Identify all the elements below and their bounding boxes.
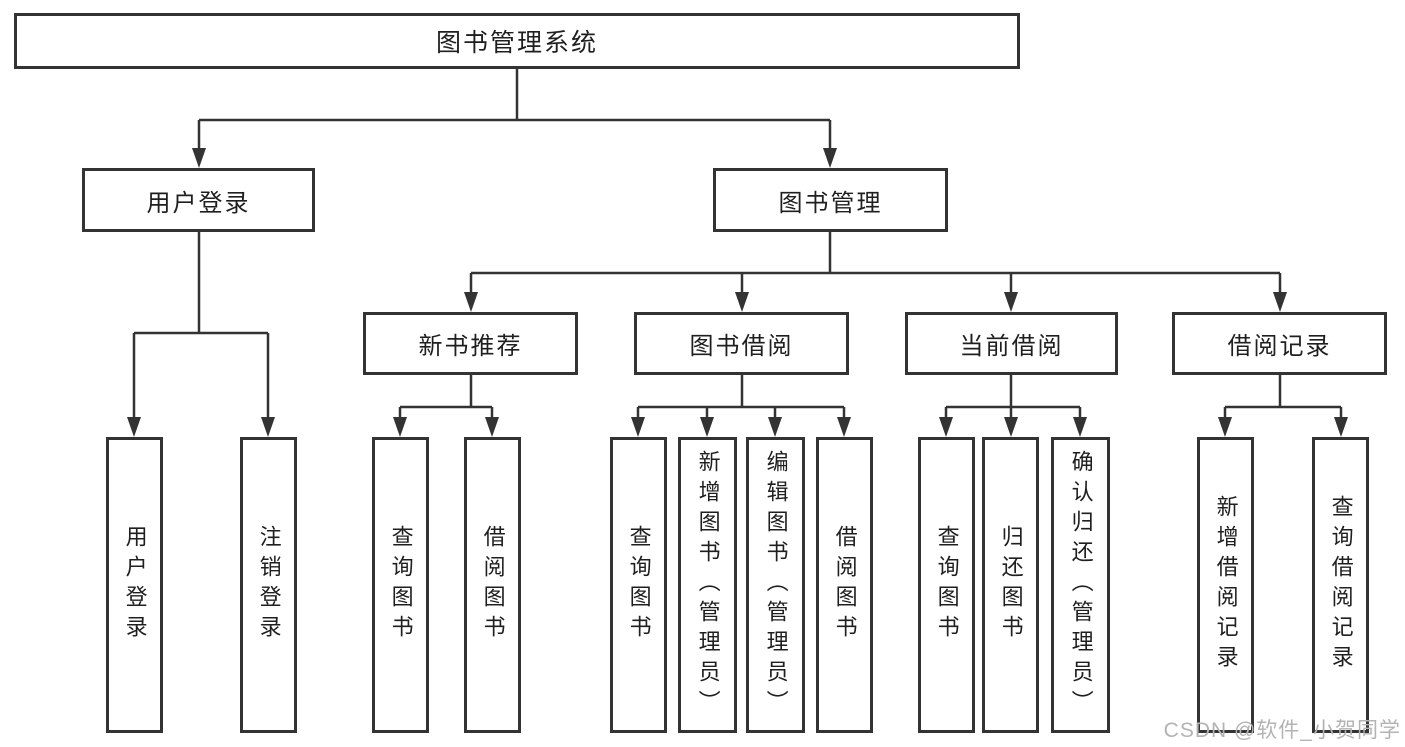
arrowhead-icon (261, 417, 275, 437)
leaf-query-books-recommend-label: 查询图书 (388, 525, 414, 645)
leaf-add-book-admin-label: 新增图书（管理员） (695, 450, 721, 720)
arrowhead-icon (735, 292, 749, 312)
node-current-borrow: 当前借阅 (905, 312, 1118, 375)
arrowhead-icon (1273, 292, 1287, 312)
leaf-return-book-label: 归还图书 (998, 525, 1024, 645)
arrowhead-icon (823, 148, 837, 168)
leaf-return-book: 归还图书 (982, 437, 1039, 733)
leaf-add-book-admin: 新增图书（管理员） (678, 437, 737, 733)
connector-group-2 (464, 232, 1287, 312)
node-book-borrow: 图书借阅 (634, 312, 849, 375)
connector-group-0 (192, 69, 837, 168)
arrowhead-icon (1004, 417, 1018, 437)
arrowhead-icon (1334, 417, 1348, 437)
node-library-management-system: 图书管理系统 (14, 13, 1020, 69)
arrowhead-icon (192, 148, 206, 168)
leaf-borrow-books: 借阅图书 (816, 437, 873, 733)
leaf-logout: 注销登录 (240, 437, 297, 733)
leaf-query-books-current: 查询图书 (918, 437, 975, 733)
leaf-add-borrow-record-label: 新增借阅记录 (1213, 495, 1239, 675)
leaf-borrow-books-label: 借阅图书 (832, 525, 858, 645)
leaf-query-borrow-record-label: 查询借阅记录 (1328, 495, 1354, 675)
leaf-query-books-borrow-label: 查询图书 (626, 525, 652, 645)
leaf-query-borrow-record: 查询借阅记录 (1312, 437, 1369, 733)
arrowhead-icon (1073, 417, 1087, 437)
connector-group-6 (1218, 375, 1348, 437)
node-borrow-records: 借阅记录 (1172, 312, 1387, 375)
node-user-login: 用户登录 (82, 168, 315, 232)
leaf-confirm-return-admin-label: 确认归还（管理员） (1068, 450, 1094, 720)
leaf-query-books-borrow: 查询图书 (610, 437, 667, 733)
leaf-logout-label: 注销登录 (256, 525, 282, 645)
arrowhead-icon (127, 417, 141, 437)
arrowhead-icon (485, 417, 499, 437)
arrowhead-icon (700, 417, 714, 437)
leaf-add-borrow-record: 新增借阅记录 (1197, 437, 1254, 733)
arrowhead-icon (768, 417, 782, 437)
arrowhead-icon (464, 292, 478, 312)
arrowhead-icon (837, 417, 851, 437)
leaf-query-books-recommend: 查询图书 (372, 437, 429, 733)
csdn-watermark: CSDN @软件_小贺同学 (1163, 719, 1401, 742)
arrowhead-icon (1218, 417, 1232, 437)
leaf-user-login: 用户登录 (106, 437, 163, 733)
arrowhead-icon (631, 417, 645, 437)
leaf-query-books-current-label: 查询图书 (934, 525, 960, 645)
node-new-book-recommend: 新书推荐 (363, 312, 578, 375)
leaf-edit-book-admin: 编辑图书（管理员） (746, 437, 805, 733)
arrowhead-icon (393, 417, 407, 437)
connector-group-3 (393, 375, 499, 437)
connector-group-1 (127, 232, 275, 437)
leaf-edit-book-admin-label: 编辑图书（管理员） (763, 450, 789, 720)
node-book-management: 图书管理 (713, 168, 948, 232)
arrowhead-icon (1004, 292, 1018, 312)
arrowhead-icon (939, 417, 953, 437)
leaf-borrow-books-recommend: 借阅图书 (464, 437, 521, 733)
leaf-borrow-books-recommend-label: 借阅图书 (480, 525, 506, 645)
connector-group-4 (631, 375, 851, 437)
leaf-confirm-return-admin: 确认归还（管理员） (1051, 437, 1110, 733)
leaf-user-login-label: 用户登录 (122, 525, 148, 645)
connector-group-5 (939, 375, 1087, 437)
